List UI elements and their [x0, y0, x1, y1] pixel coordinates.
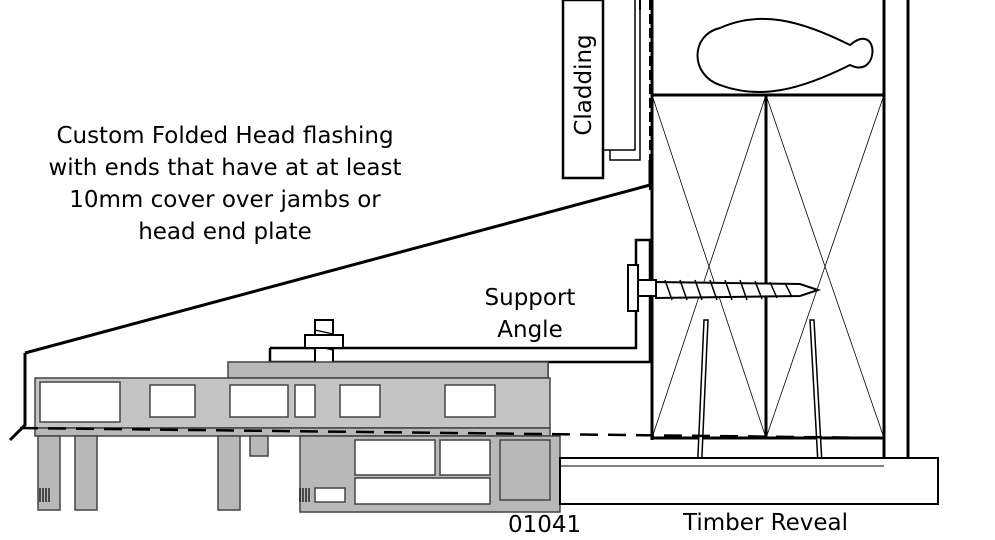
- timber-blocks: [650, 93, 886, 440]
- dashed-reference-line: [19, 426, 885, 440]
- cladding-label: Cladding: [571, 34, 597, 136]
- flashing-note-line-1: Custom Folded Head flashing: [56, 123, 394, 149]
- timber-reveal-board: [559, 457, 939, 505]
- screw: [627, 264, 822, 312]
- head-flashing: [8, 160, 652, 442]
- window-head-profile: [34, 361, 561, 513]
- timber-reveal-label: Timber Reveal: [683, 510, 848, 536]
- support-angle-label: Support Angle: [465, 282, 595, 346]
- support-angle-line-2: Angle: [497, 317, 563, 343]
- support-angle-line-1: Support: [484, 285, 576, 311]
- flashing-note-line-2: with ends that have at at least: [48, 155, 402, 181]
- insulation-loop: [696, 17, 874, 94]
- nails: [695, 319, 825, 501]
- brush-seals: [39, 488, 310, 502]
- flashing-note: Custom Folded Head flashing with ends th…: [0, 120, 450, 248]
- detail-code: 01041: [508, 512, 582, 538]
- flashing-note-line-4: head end plate: [138, 219, 312, 245]
- cladding-panel: [561, 0, 651, 190]
- flashing-note-line-3: 10mm cover over jambs or: [69, 187, 381, 213]
